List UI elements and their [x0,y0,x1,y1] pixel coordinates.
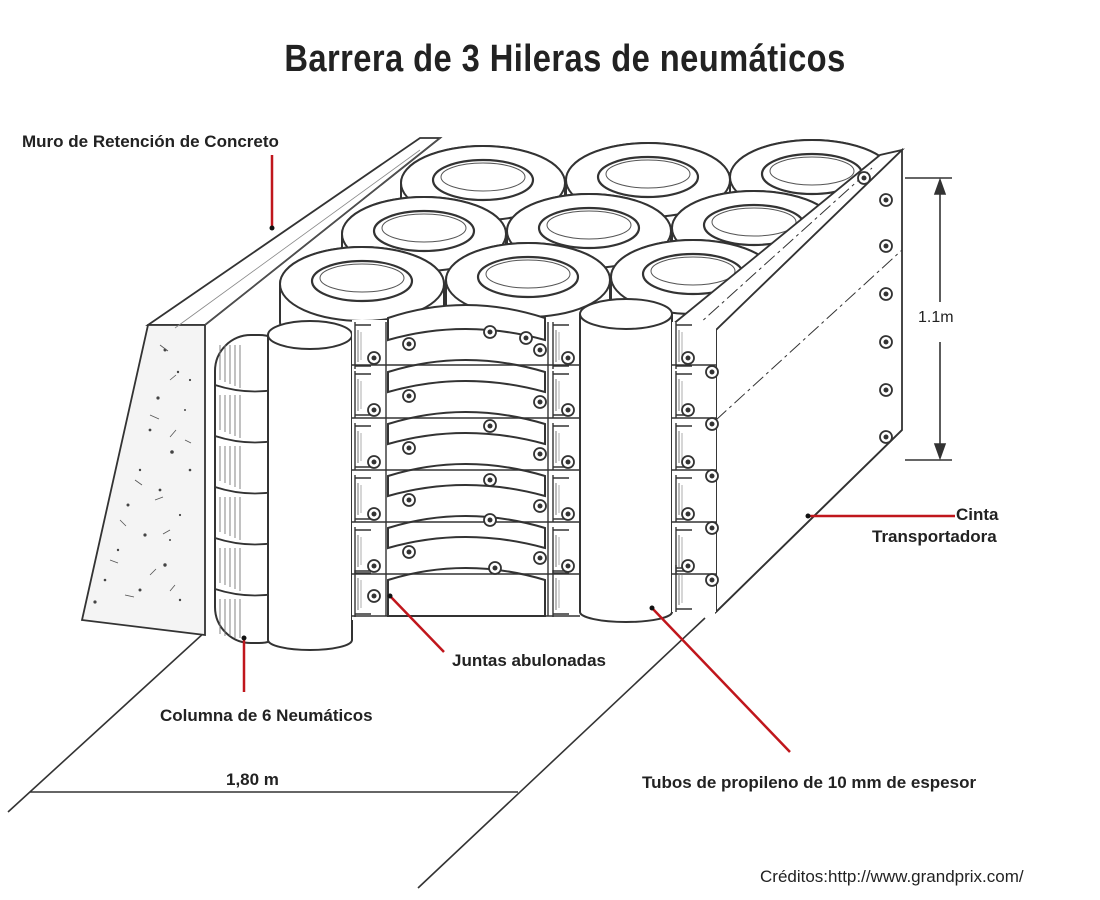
ground-lines [7,617,706,889]
leader-joints [389,595,445,653]
tire-stack-middle [352,304,580,620]
leader-lines [242,155,955,753]
propylene-tube-right [579,298,673,623]
concrete-wall [80,137,443,637]
label-belt-line1: Cinta [956,505,999,524]
label-belt-line2: Transportadora [872,527,997,546]
label-height: 1.1m [918,309,954,326]
diagram-title: Barrera de 3 Hileras de neumáticos [284,38,846,80]
leader-dots [241,225,811,641]
label-joints: Juntas abulonadas [452,651,606,670]
label-tubes: Tubos de propileno de 10 mm de espesor [642,773,977,792]
height-dimension [905,177,952,461]
label-width: 1,80 m [226,770,279,789]
leader-tubes [651,607,791,753]
propylene-tube-left [267,320,353,651]
label-wall: Muro de Retención de Concreto [22,132,279,151]
credit-text: Créditos:http://www.grandprix.com/ [760,867,1024,886]
concrete-hatching [109,344,192,598]
concrete-texture [93,348,192,604]
front-tire-stacks [214,298,719,651]
label-column: Columna de 6 Neumáticos [160,706,373,725]
